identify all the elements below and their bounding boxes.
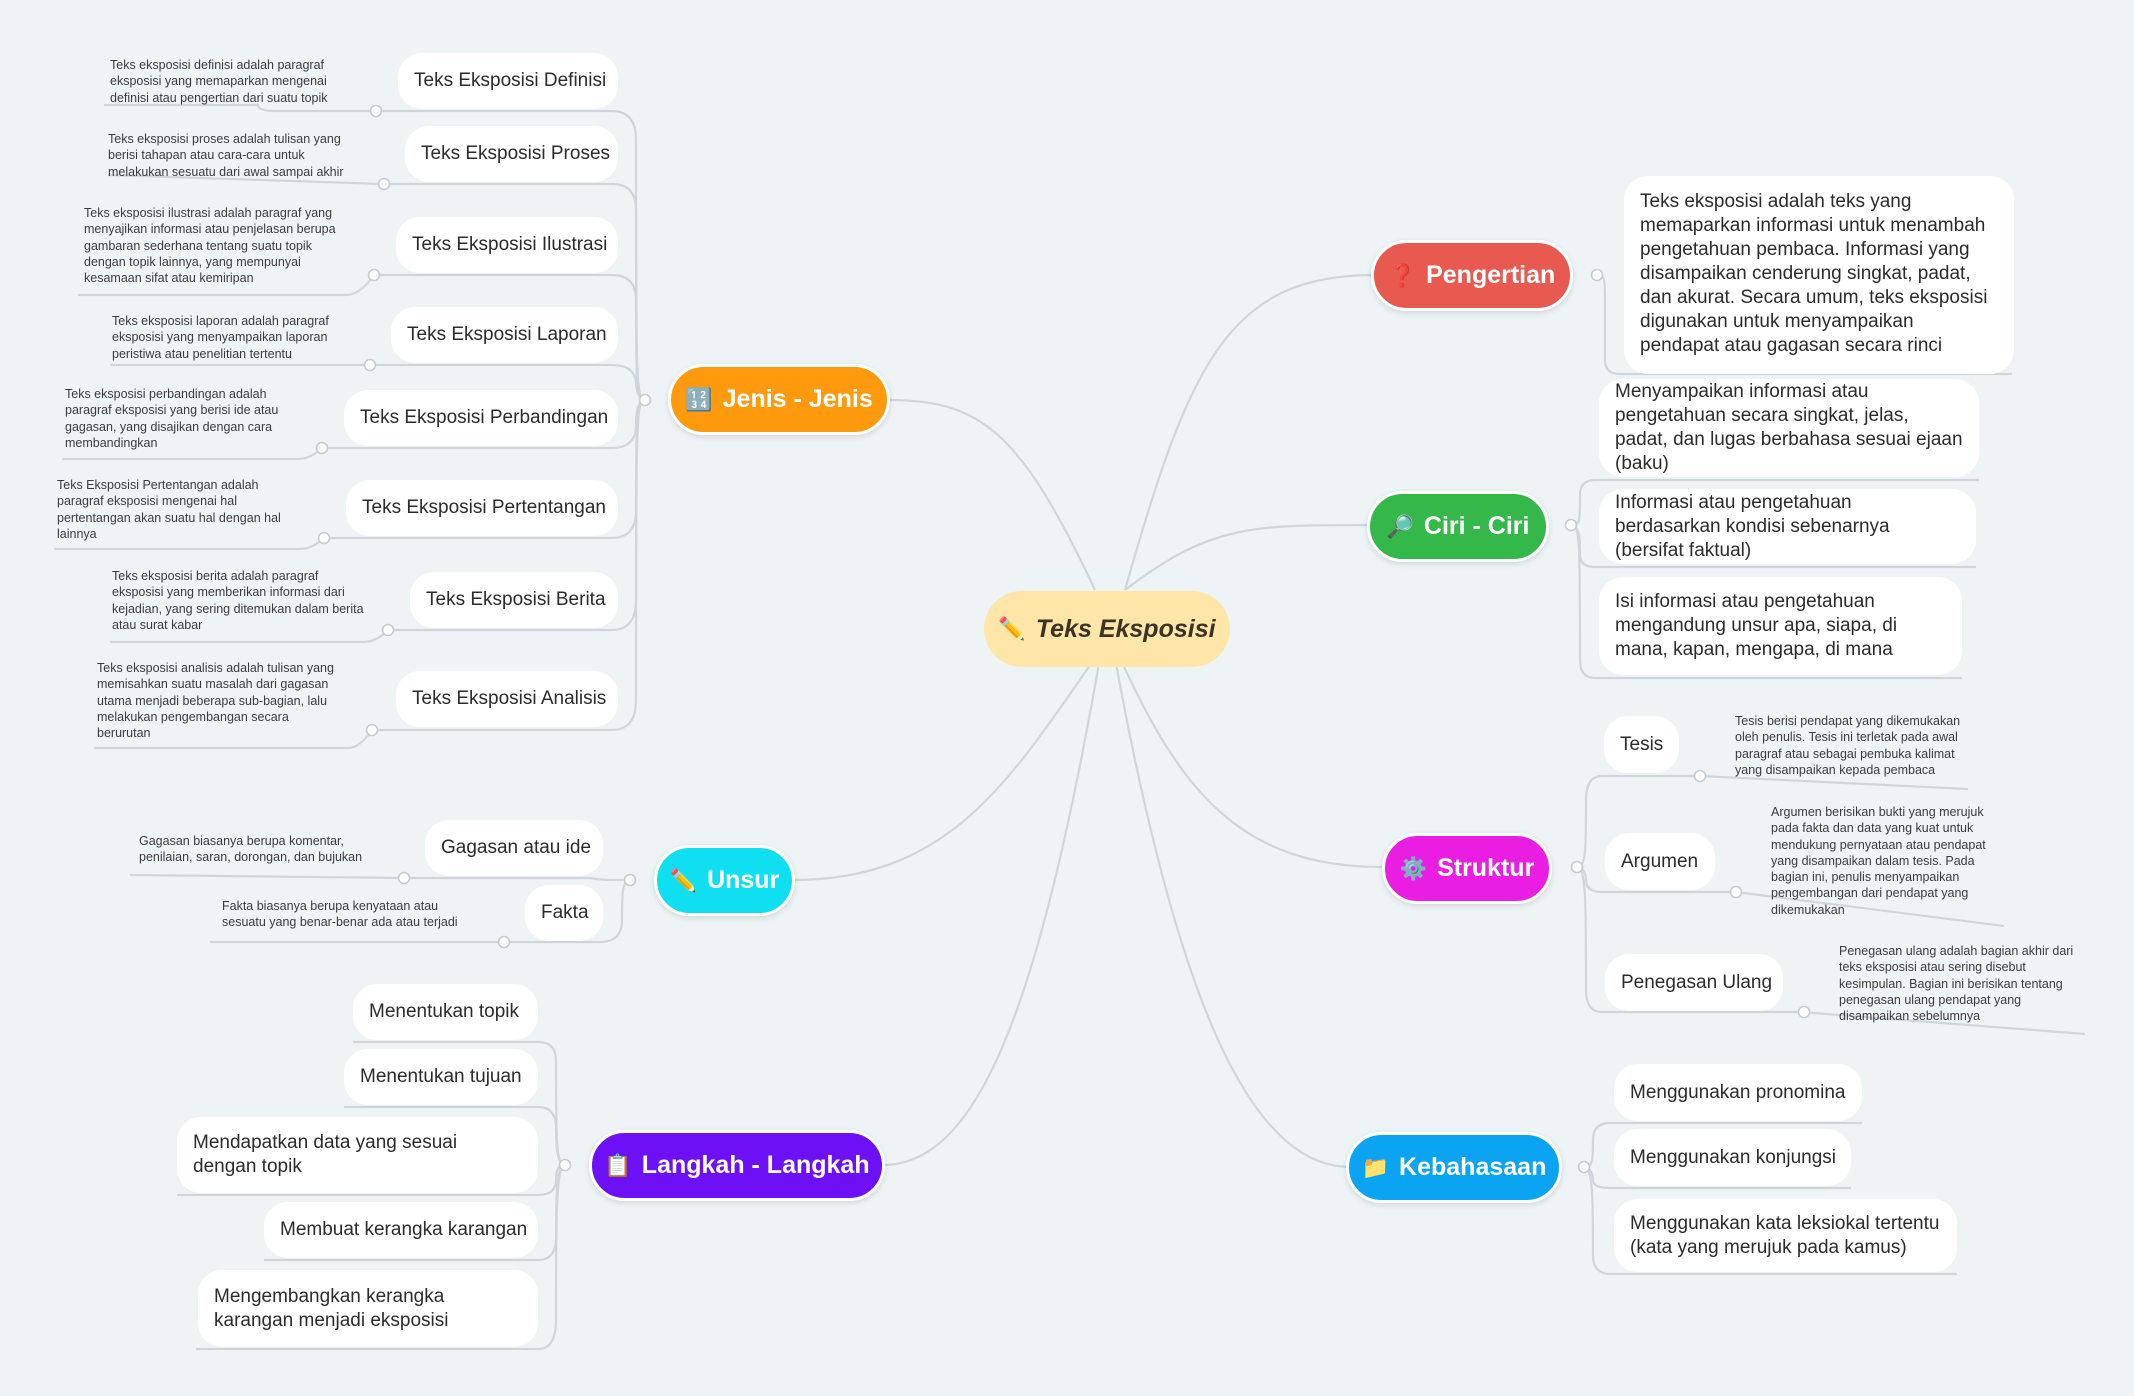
langkah-item[interactable]: Membuat kerangka karangan [264, 1202, 538, 1258]
ciri-item[interactable]: Isi informasi atau pengetahuan mengandun… [1599, 577, 1962, 675]
langkah-item[interactable]: Mengembangkan kerangka karangan menjadi … [198, 1270, 538, 1347]
numbers-icon: 🔢 [685, 386, 713, 412]
jenis-item[interactable]: Teks Eksposisi Ilustrasi [396, 217, 618, 273]
topic-label: Jenis - Jenis [722, 385, 873, 413]
topic-kebahasaan[interactable]: 📁 Kebahasaan [1346, 1132, 1562, 1203]
topic-struktur[interactable]: ⚙️ Struktur [1382, 833, 1552, 904]
topic-langkah[interactable]: 📋 Langkah - Langkah [589, 1130, 885, 1201]
jenis-note: Teks eksposisi perbandingan adalah parag… [65, 387, 279, 450]
unsur-item-fakta[interactable]: Fakta [525, 885, 603, 941]
kebahasaan-item[interactable]: Menggunakan pronomina [1614, 1064, 1862, 1121]
struktur-note-tesis: Tesis berisi pendapat yang dikemukakan o… [1735, 714, 1961, 777]
ciri-item[interactable]: Informasi atau pengetahuan berdasarkan k… [1599, 489, 1976, 564]
pencil-icon: ✏️ [669, 867, 698, 893]
central-topic-label: Teks Eksposisi [1035, 614, 1216, 643]
kebahasaan-item[interactable]: Menggunakan kata leksiokal tertentu (kat… [1614, 1199, 1957, 1272]
topic-label: Unsur [707, 866, 780, 894]
jenis-note: Teks eksposisi definisi adalah paragraf … [110, 58, 328, 105]
topic-label: Ciri - Ciri [1423, 512, 1530, 540]
topic-label: Kebahasaan [1399, 1153, 1547, 1181]
jenis-note: Teks eksposisi proses adalah tulisan yan… [108, 132, 344, 179]
topic-unsur[interactable]: ✏️ Unsur [654, 845, 795, 916]
struktur-note-penegasan-ulang: Penegasan ulang adalah bagian akhir dari… [1839, 944, 2074, 1024]
gear-icon: ⚙️ [1399, 855, 1428, 881]
folder-icon: 📁 [1361, 1154, 1390, 1180]
magnifier-icon: 🔎 [1386, 513, 1414, 539]
jenis-note: Teks eksposisi berita adalah paragraf ek… [112, 569, 364, 632]
struktur-item-penegasan-ulang[interactable]: Penegasan Ulang [1605, 954, 1783, 1011]
jenis-item[interactable]: Teks Eksposisi Definisi [398, 53, 618, 109]
unsur-item-gagasan[interactable]: Gagasan atau ide [425, 820, 603, 876]
jenis-item[interactable]: Teks Eksposisi Pertentangan [346, 480, 618, 536]
langkah-item[interactable]: Menentukan tujuan [344, 1049, 538, 1105]
topic-pengertian[interactable]: ❓ Pengertian [1371, 240, 1573, 311]
struktur-note-argumen: Argumen berisikan bukti yang merujuk pad… [1771, 805, 1986, 917]
jenis-note: Teks Eksposisi Pertentangan adalah parag… [57, 478, 281, 541]
struktur-item-argumen[interactable]: Argumen [1605, 833, 1715, 890]
question-icon: ❓ [1388, 262, 1417, 288]
jenis-item[interactable]: Teks Eksposisi Berita [410, 572, 618, 628]
langkah-item[interactable]: Mendapatkan data yang sesuai dengan topi… [177, 1117, 538, 1193]
ciri-item[interactable]: Menyampaikan informasi atau pengetahuan … [1599, 379, 1979, 477]
pengertian-text[interactable]: Teks eksposisi adalah teks yang memapark… [1624, 176, 2014, 374]
unsur-note-gagasan: Gagasan biasanya berupa komentar, penila… [139, 834, 363, 865]
topic-label: Pengertian [1426, 261, 1556, 289]
topic-label: Langkah - Langkah [641, 1151, 870, 1179]
central-topic[interactable]: ✏️ Teks Eksposisi [984, 591, 1230, 667]
jenis-item[interactable]: Teks Eksposisi Laporan [391, 307, 618, 363]
struktur-item-tesis[interactable]: Tesis [1604, 716, 1679, 773]
jenis-note: Teks eksposisi ilustrasi adalah paragraf… [84, 206, 336, 286]
jenis-item[interactable]: Teks Eksposisi Proses [405, 126, 618, 182]
jenis-note: Teks eksposisi laporan adalah paragraf e… [112, 314, 329, 361]
jenis-item[interactable]: Teks Eksposisi Analisis [396, 671, 618, 727]
topic-ciri[interactable]: 🔎 Ciri - Ciri [1367, 491, 1549, 562]
topic-label: Struktur [1437, 854, 1535, 882]
clipboard-icon: 📋 [604, 1152, 632, 1178]
topic-jenis[interactable]: 🔢 Jenis - Jenis [668, 364, 890, 435]
jenis-item[interactable]: Teks Eksposisi Perbandingan [344, 390, 618, 446]
langkah-item[interactable]: Menentukan topik [353, 984, 538, 1040]
jenis-note: Teks eksposisi analisis adalah tulisan y… [97, 661, 334, 741]
kebahasaan-item[interactable]: Menggunakan konjungsi [1614, 1129, 1851, 1186]
unsur-note-fakta: Fakta biasanya berupa kenyataan atau ses… [222, 899, 458, 930]
pencil-icon: ✏️ [998, 616, 1026, 641]
